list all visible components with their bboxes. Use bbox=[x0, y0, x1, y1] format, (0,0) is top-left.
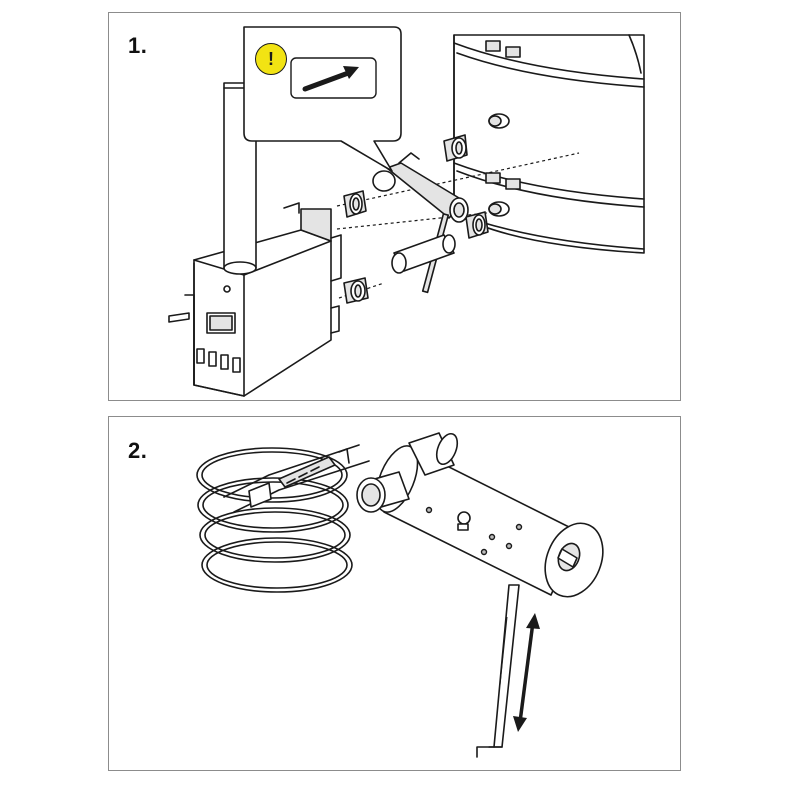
step-2-panel: 2. bbox=[108, 416, 681, 771]
double-arrow-vertical-icon bbox=[513, 613, 540, 732]
warning-exclamation-icon: ! bbox=[255, 43, 287, 75]
heating-coil bbox=[196, 444, 370, 593]
step-number: 1. bbox=[128, 33, 148, 58]
alignment-line bbox=[336, 152, 580, 207]
water-tank bbox=[453, 34, 645, 254]
tank-clip bbox=[505, 178, 521, 190]
tank-clip bbox=[485, 172, 501, 184]
arrow-right-icon bbox=[302, 66, 359, 92]
connecting-pipe bbox=[391, 234, 456, 274]
tank-clip bbox=[505, 46, 521, 58]
alignment-line bbox=[336, 212, 488, 230]
step-1-illustration bbox=[168, 26, 645, 397]
step-1-panel: 1. bbox=[108, 12, 681, 401]
heat-exchanger-cylinder bbox=[356, 432, 604, 598]
step-number: 2. bbox=[128, 438, 148, 463]
step-2-illustration bbox=[196, 432, 604, 758]
warning-symbol: ! bbox=[268, 49, 274, 69]
adjustable-support-leg bbox=[476, 584, 520, 758]
pipe-coupling bbox=[443, 134, 468, 162]
chimney-pipe bbox=[223, 82, 257, 275]
pipe-coupling bbox=[343, 277, 369, 304]
pipe-coupling bbox=[465, 211, 489, 239]
pipe-coupling bbox=[343, 190, 367, 218]
tank-clip bbox=[485, 40, 501, 52]
